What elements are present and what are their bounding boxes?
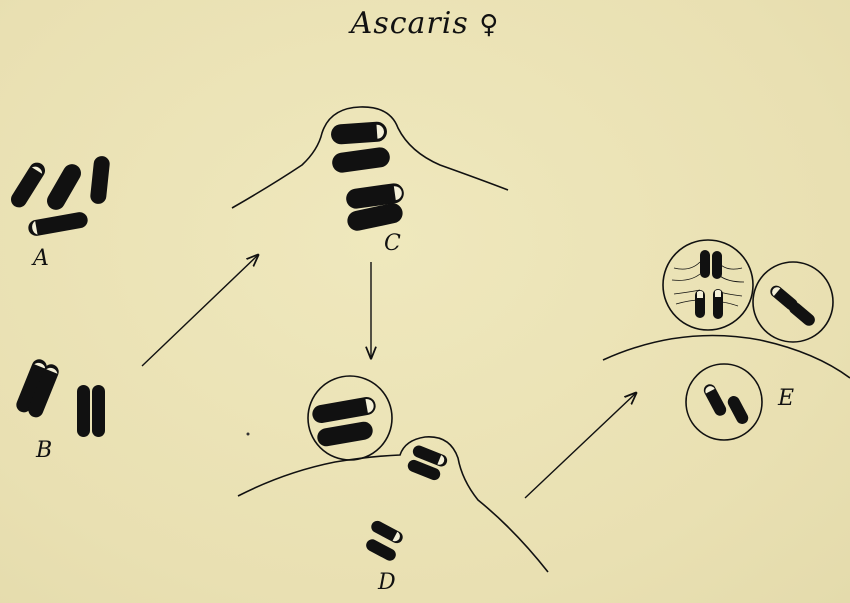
stage-d-chromosomes	[366, 445, 448, 561]
label-c: C	[384, 231, 401, 256]
second-polar-body-e	[752, 261, 834, 343]
second-polar-body-chromosomes	[770, 285, 815, 326]
label-a: A	[33, 246, 49, 271]
egg-nucleus-chromosomes	[703, 384, 749, 424]
polar-body-d-chromosomes	[312, 397, 376, 447]
chromosome-b1	[16, 359, 47, 413]
arrow-d-to-e	[524, 393, 636, 499]
chromosome-a1	[10, 162, 46, 208]
chromosome-a4	[28, 212, 88, 236]
egg-surface-d	[237, 436, 549, 573]
arrow-b-to-c	[141, 255, 258, 367]
title: Ascaris ♀	[0, 6, 850, 41]
title-name: Ascaris	[350, 6, 469, 41]
chromosome-b4	[92, 385, 105, 437]
label-e: E	[778, 386, 795, 411]
chromosome-a2	[47, 164, 81, 210]
egg-surface-c	[231, 106, 509, 209]
chromosome-b2	[28, 364, 59, 418]
chromosome-b3	[77, 385, 90, 437]
first-polar-body-e	[662, 239, 754, 331]
female-symbol: ♀	[479, 10, 500, 40]
label-b: B	[36, 438, 53, 463]
stage-b-chromosomes	[16, 359, 105, 437]
stage-a-chromosomes	[10, 156, 110, 236]
stage-c-chromosomes	[331, 121, 404, 231]
speck	[246, 432, 250, 436]
label-d: D	[378, 570, 396, 595]
polar-body-e-chromosomes	[695, 250, 723, 319]
chromosome-a3	[90, 156, 110, 204]
egg-nucleus-e	[685, 363, 763, 441]
egg-surface-e	[602, 334, 850, 379]
